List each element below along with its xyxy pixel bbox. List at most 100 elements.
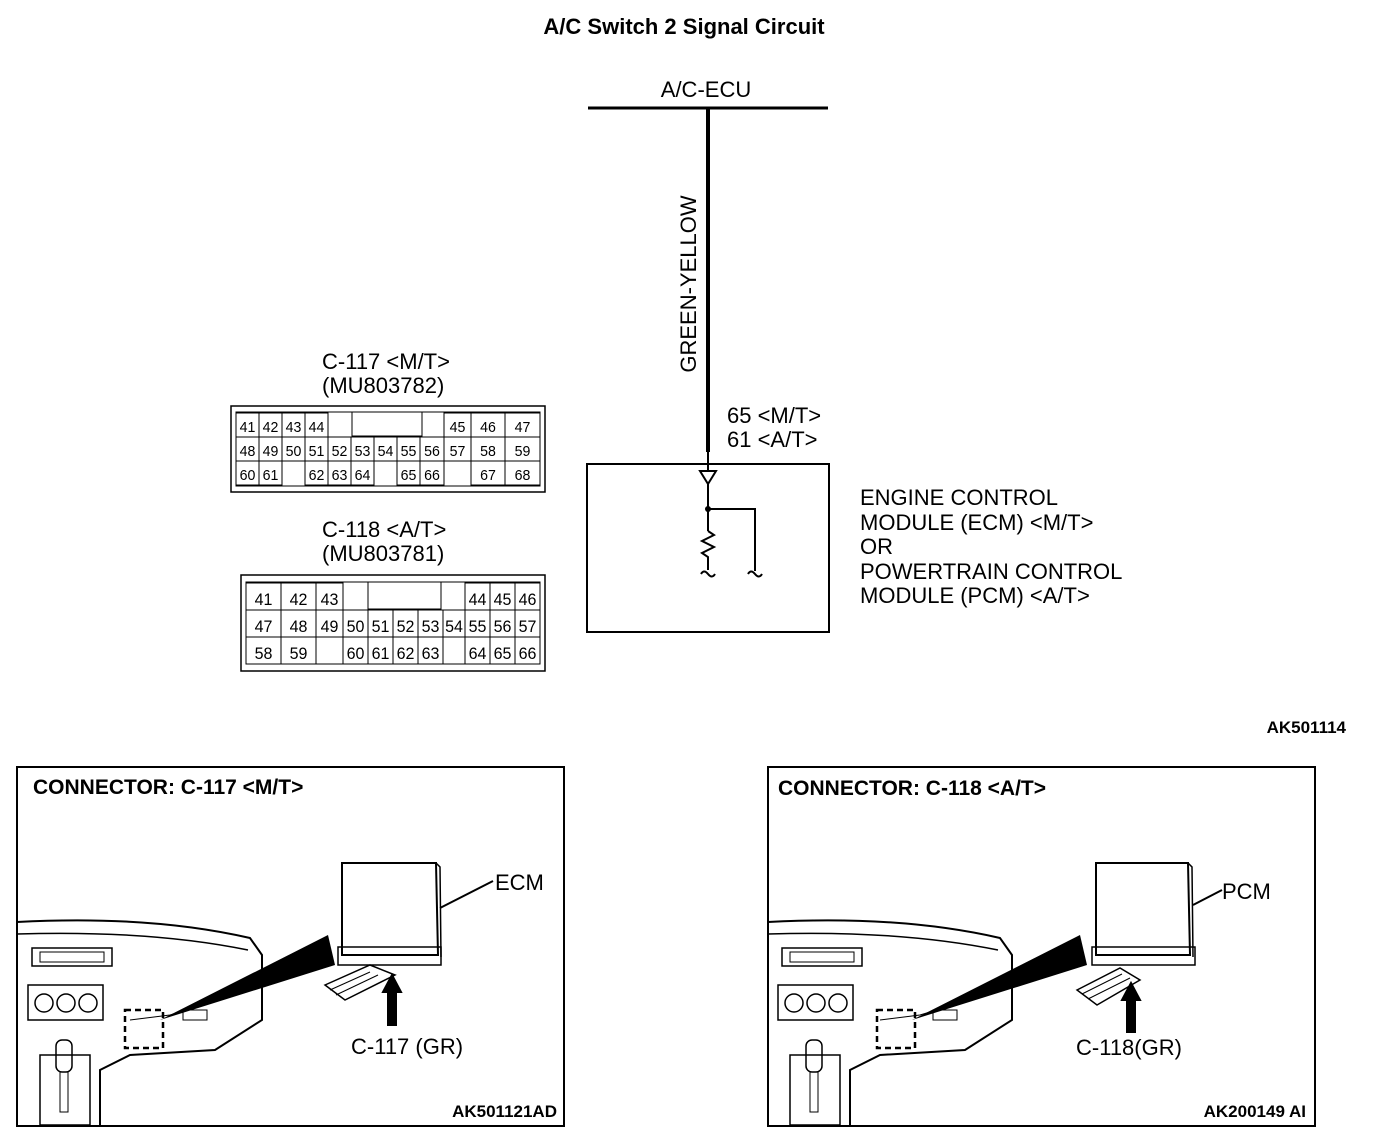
c117-pin-label: 52 [332,443,348,460]
c117-pin-label: 46 [480,419,496,436]
module-line: POWERTRAIN CONTROL [860,559,1122,584]
c117-pin-label: 63 [332,467,348,484]
module-line: MODULE (PCM) <A/T> [860,583,1090,608]
c117-pin-label: 60 [240,467,256,484]
c118-pin-label: 63 [422,644,440,663]
c117-pin-label: 56 [424,443,440,460]
c118-pin-label: 52 [397,617,415,636]
c118-pin-label: 54 [445,617,463,636]
c118-pin-label: 59 [290,644,308,663]
ecu-label: A/C-ECU [661,77,751,102]
c117-pin-label: 62 [309,467,325,484]
c118-pin-label: 58 [255,644,273,663]
c118-pin-label: 43 [321,590,339,609]
c117-pin-label: 59 [515,443,531,460]
c118-pin-label: 41 [255,590,273,609]
module-line: MODULE (ECM) <M/T> [860,510,1093,535]
c117-pin-label: 66 [424,467,440,484]
c117-pin-cell [504,460,541,486]
c117-pin-cell [350,460,375,486]
ecm-unit [323,862,442,1001]
wire-color-label: GREEN-YELLOW [676,195,701,372]
connector-118-part: (MU803781) [322,541,444,566]
c117-pin-label: 54 [378,443,394,460]
c118-pin-cell [280,636,317,665]
c117-pin-label: 57 [450,443,466,460]
c118-pin-label: 44 [469,590,487,609]
connector-label: C-118(GR) [1076,1035,1182,1060]
c118-pin-label: 56 [494,617,512,636]
c117-pin-label: 64 [355,467,371,484]
ground-symbol [700,570,716,578]
connector-label: C-117 (GR) [351,1034,463,1059]
c118-pin-label: 47 [255,617,273,636]
c117-pin-cell [419,460,445,486]
resistor-symbol [699,530,717,570]
location-marker [123,1008,165,1050]
c117-pin-label: 44 [309,419,325,436]
c117-pin-label: 68 [515,467,531,484]
c117-pin-label: 41 [240,419,256,436]
c118-pin-label: 49 [321,617,339,636]
location-panel-left: CONNECTOR: C-117 <M/T> [16,766,565,1127]
c118-pin-label: 51 [372,617,390,636]
c117-pin-label: 53 [355,443,371,460]
dashboard-illustration [767,919,1013,1126]
c118-pin-label: 57 [519,617,537,636]
location-panel-right: CONNECTOR: C-118 <A/T> PCM [767,766,1316,1127]
c117-pin-label: 42 [263,419,279,436]
module-line: ENGINE CONTROL [860,485,1058,510]
c117-pin-label: 50 [286,443,302,460]
panel-code: AK200149 AI [1204,1102,1306,1121]
c118-pin-label: 60 [347,644,365,663]
pcm-unit [1075,862,1196,1006]
diagram-title: A/C Switch 2 Signal Circuit [543,14,825,39]
c117-pin-label: 47 [515,419,531,436]
c117-pin-label: 67 [480,467,496,484]
terminal-symbol [698,470,718,486]
c118-pin-label: 53 [422,617,440,636]
dashboard-illustration [16,919,263,1126]
pin-label-mt: 65 <M/T> [727,403,821,428]
c118-pin-label: 55 [469,617,487,636]
c118-pin-label: 42 [290,590,308,609]
pin-label-at: 61 <A/T> [727,427,818,452]
c117-pin-label: 51 [309,443,325,460]
connector-118-face: 41 42 43 44 45 46 47 48 49 50 51 52 53 54 55 56 57 58 59 60… [240,574,546,672]
c117-pin-label: 55 [401,443,417,460]
c118-pin-label: 61 [372,644,390,663]
c117-pin-label: 48 [240,443,256,460]
connector-117-name: C-117 <M/T> [322,349,450,374]
c118-pin-label: 65 [494,644,512,663]
module-label: ECM [495,870,544,895]
panel-title: CONNECTOR: C-118 <A/T> [778,777,1046,800]
c118-pin-label: 64 [469,644,487,663]
c118-pin-label: 48 [290,617,308,636]
pointer-wedge [160,935,335,1020]
c117-pin-label: 65 [401,467,417,484]
panel-code: AK501121AD [452,1102,557,1121]
location-marker [875,1008,917,1050]
c118-pin-label: 46 [519,590,537,609]
c117-pin-cell [258,460,283,486]
ground-symbol [747,570,763,578]
c118-pin-cell [417,636,444,665]
c118-pin-label: 66 [519,644,537,663]
c117-pin-label: 49 [263,443,279,460]
c117-pin-label: 43 [286,419,302,436]
connector-117-part: (MU803782) [322,373,444,398]
connector-118-name: C-118 <A/T> [322,517,446,542]
module-line: OR [860,534,893,559]
c118-pin-label: 50 [347,617,365,636]
c117-pin-label: 61 [263,467,279,484]
c118-pin-label: 62 [397,644,415,663]
c118-pin-label: 45 [494,590,512,609]
diagram-code: AK501114 [1267,718,1347,737]
pointer-wedge [912,935,1087,1020]
arrow-icon [1120,980,1142,1033]
c117-pin-label: 45 [450,419,466,436]
module-label: PCM [1222,879,1271,904]
panel-title: CONNECTOR: C-117 <M/T> [33,776,303,799]
